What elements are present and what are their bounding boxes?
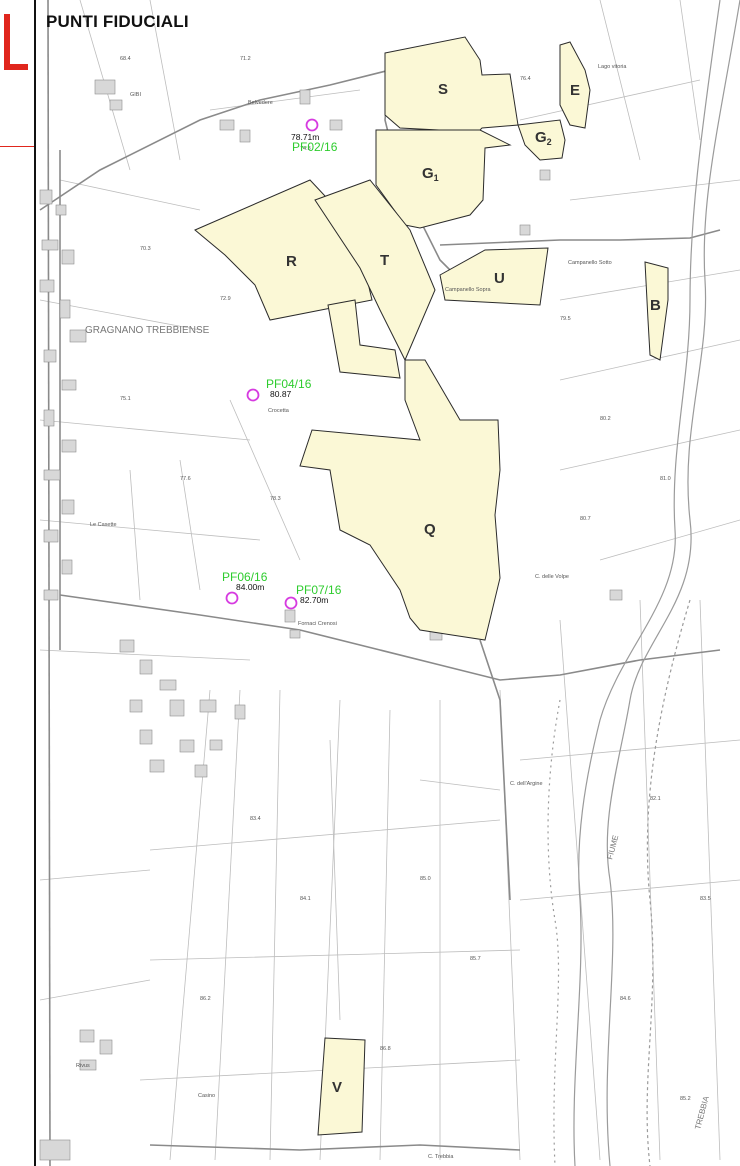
marker-PF04[interactable]: PF04/16 80.87 bbox=[246, 377, 312, 402]
left-margin bbox=[0, 0, 34, 1166]
elevation-figures: 68.4 71.2 74.8 70.3 72.9 75.1 77.6 78.3 79.5… bbox=[120, 56, 711, 1102]
marker-circle-icon[interactable] bbox=[225, 591, 239, 605]
marker-circle-icon[interactable] bbox=[305, 118, 319, 132]
building-footprints bbox=[39, 79, 623, 1161]
zone-G2[interactable] bbox=[517, 119, 566, 161]
svg-text:84.1: 84.1 bbox=[300, 896, 311, 902]
place-casino: Casino bbox=[198, 1093, 215, 1099]
zone-label-B: B bbox=[650, 297, 661, 314]
svg-text:G1: G1 bbox=[422, 165, 439, 183]
svg-text:80.7: 80.7 bbox=[580, 516, 591, 522]
svg-text:84.6: 84.6 bbox=[620, 996, 631, 1002]
zone-label-R: R bbox=[286, 253, 297, 270]
zone-label-Q: Q bbox=[424, 521, 436, 538]
svg-text:86.8: 86.8 bbox=[380, 1046, 391, 1052]
marker-circle-icon[interactable] bbox=[246, 388, 260, 402]
place-belvedere: Belvedere bbox=[248, 100, 273, 106]
svg-text:80.2: 80.2 bbox=[600, 416, 611, 422]
place-volpe: C. delle Volpe bbox=[535, 574, 569, 580]
zone-V[interactable] bbox=[317, 1037, 366, 1136]
svg-text:77.6: 77.6 bbox=[180, 476, 191, 482]
frame-red-rule bbox=[0, 146, 34, 147]
marker-circle-icon[interactable] bbox=[284, 596, 298, 610]
marker-PF07[interactable]: PF07/16 82.70m bbox=[284, 583, 342, 610]
place-campanello-sopra: Campanello Sopra bbox=[445, 287, 491, 293]
svg-text:86.2: 86.2 bbox=[200, 996, 211, 1002]
svg-text:68.4: 68.4 bbox=[120, 56, 131, 62]
marker-label: PF07/16 bbox=[296, 583, 342, 597]
zone-label-E: E bbox=[570, 82, 580, 99]
place-argine: C. dell'Argine bbox=[510, 781, 543, 787]
zone-T[interactable] bbox=[314, 179, 436, 362]
place-fornaci: Fornaci Crenosi bbox=[298, 621, 337, 627]
place-rivus: Rivus bbox=[76, 1063, 90, 1069]
marker-elevation: 78.71m bbox=[291, 132, 319, 142]
svg-text:70.3: 70.3 bbox=[140, 246, 151, 252]
marker-elevation: 84.00m bbox=[236, 582, 264, 592]
fiducial-markers[interactable]: 78.71m PF02/16 PF04/16 80.87 PF06/16 84.… bbox=[222, 118, 342, 610]
frame-border-line bbox=[34, 0, 36, 1166]
place-crocetta: Crocetta bbox=[268, 408, 290, 414]
map-title: PUNTI FIDUCIALI bbox=[46, 12, 189, 31]
map-canvas[interactable]: 68.4 71.2 74.8 70.3 72.9 75.1 77.6 78.3 79.5… bbox=[36, 0, 740, 1166]
place-ctrebbia: C. Trebbia bbox=[428, 1154, 454, 1160]
marker-PF02[interactable]: 78.71m PF02/16 bbox=[291, 118, 338, 155]
zone-E[interactable] bbox=[559, 41, 591, 129]
svg-text:G2: G2 bbox=[535, 129, 552, 147]
zone-U[interactable] bbox=[439, 247, 549, 306]
marker-label: PF06/16 bbox=[222, 570, 268, 584]
zone-parcels[interactable] bbox=[194, 36, 669, 1136]
svg-text:75.1: 75.1 bbox=[120, 396, 131, 402]
zone-label-G2-sub: 2 bbox=[547, 137, 552, 147]
marker-elevation: 80.87 bbox=[270, 389, 292, 399]
zone-label-G2: G bbox=[535, 129, 547, 146]
zone-labels: S E G2 G1 R T U B Q V bbox=[286, 81, 661, 1096]
place-gibi: GIBI bbox=[130, 92, 141, 98]
zone-Q[interactable] bbox=[299, 359, 501, 641]
zone-label-U: U bbox=[494, 270, 505, 287]
marker-label: PF04/16 bbox=[266, 377, 312, 391]
svg-text:82.1: 82.1 bbox=[650, 796, 661, 802]
zone-label-S: S bbox=[438, 81, 448, 98]
svg-text:72.9: 72.9 bbox=[220, 296, 231, 302]
svg-text:83.5: 83.5 bbox=[700, 896, 711, 902]
zone-label-V: V bbox=[332, 1079, 342, 1096]
svg-text:85.2: 85.2 bbox=[680, 1096, 691, 1102]
place-casette: Le Casette bbox=[90, 522, 117, 528]
zone-P[interactable] bbox=[327, 299, 401, 379]
river-channel bbox=[547, 0, 740, 1166]
place-lago: Lago vitoria bbox=[598, 64, 627, 70]
place-town: GRAGNANO TREBBIENSE bbox=[85, 325, 210, 336]
zone-label-G1-sub: 1 bbox=[434, 173, 439, 183]
svg-text:85.7: 85.7 bbox=[470, 956, 481, 962]
svg-text:81.0: 81.0 bbox=[660, 476, 671, 482]
zone-label-G1: G bbox=[422, 165, 434, 182]
svg-text:76.4: 76.4 bbox=[520, 76, 531, 82]
svg-text:85.0: 85.0 bbox=[420, 876, 431, 882]
svg-text:74.8: 74.8 bbox=[300, 146, 311, 152]
place-campanello: Campanello Sotto bbox=[568, 260, 612, 266]
svg-text:78.3: 78.3 bbox=[270, 496, 281, 502]
svg-text:71.2: 71.2 bbox=[240, 56, 251, 62]
svg-text:83.4: 83.4 bbox=[250, 816, 261, 822]
marker-label: PF02/16 bbox=[292, 140, 338, 154]
frame-corner-mark bbox=[4, 14, 28, 70]
svg-text:79.5: 79.5 bbox=[560, 316, 571, 322]
marker-PF06[interactable]: PF06/16 84.00m bbox=[222, 570, 268, 605]
zone-label-T: T bbox=[380, 252, 389, 269]
zone-B[interactable] bbox=[644, 261, 669, 361]
marker-elevation: 82.70m bbox=[300, 595, 328, 605]
